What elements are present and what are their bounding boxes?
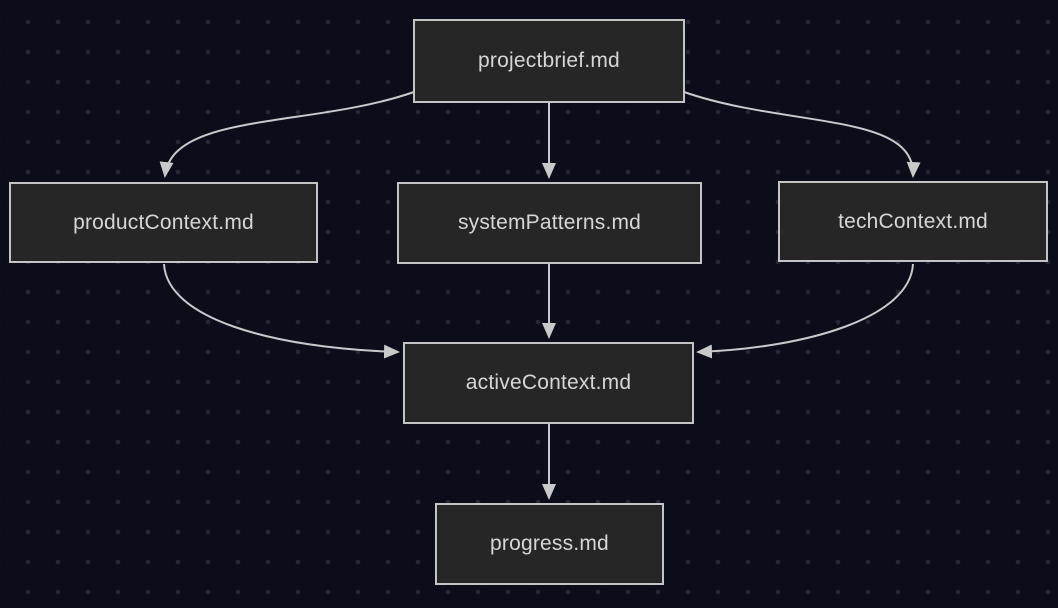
- node-activecontext-label: activeContext.md: [465, 371, 632, 394]
- node-techcontext: techContext.md: [778, 181, 1048, 262]
- node-productcontext-label: productContext.md: [73, 210, 254, 234]
- node-projectbrief: projectbrief.md: [413, 19, 685, 103]
- node-progress: progress.md: [435, 503, 664, 585]
- node-projectbrief-label: projectbrief.md: [478, 49, 620, 72]
- node-productcontext: productContext.md: [9, 182, 318, 263]
- node-systempatterns-label: systemPatterns.md: [457, 211, 642, 234]
- edge-projectbrief-to-techcontext: [683, 91, 921, 178]
- edge-projectbrief-to-productcontext: [159, 91, 415, 178]
- node-activecontext: activeContext.md: [403, 342, 694, 424]
- node-progress-label: progress.md: [490, 532, 609, 555]
- edge-productcontext-to-activecontext: [163, 263, 400, 359]
- node-techcontext-label: techContext.md: [838, 209, 988, 233]
- edge-techcontext-to-activecontext: [696, 263, 914, 359]
- node-systempatterns: systemPatterns.md: [397, 182, 702, 264]
